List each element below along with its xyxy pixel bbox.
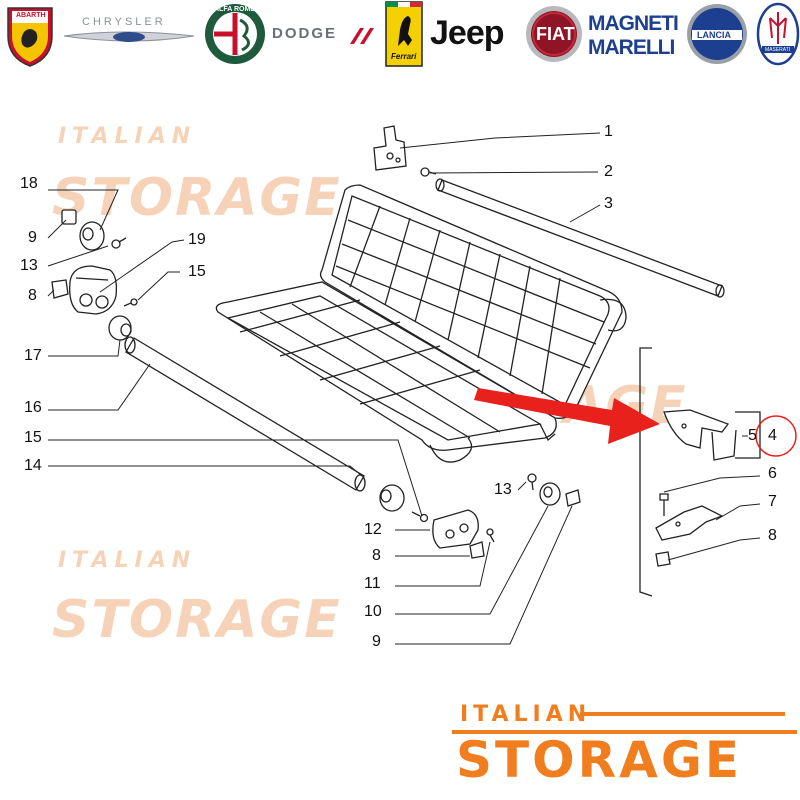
leader-lines: [47, 132, 761, 645]
callout-7: 7: [768, 493, 777, 510]
part-3-upper-rod: [435, 178, 725, 298]
callout-6: 6: [768, 465, 777, 482]
watermark-bottom-line1: ITALIAN: [58, 548, 197, 573]
jeep-logo-text: Jeep: [430, 14, 504, 52]
part-9-clip-right: [565, 489, 581, 507]
callout-9-left: 9: [28, 229, 37, 246]
callout-19: 19: [188, 231, 206, 248]
part-1-latch-bracket: [373, 125, 407, 171]
logo-line-italian: ITALIAN: [460, 702, 592, 727]
ferrari-logo: Ferrari: [384, 0, 424, 68]
dodge-logo-text: DODGE: [272, 25, 338, 42]
callout-10: 10: [364, 603, 382, 620]
chrysler-logo: CHRYSLER: [62, 0, 196, 68]
part-15-screw-right: [411, 511, 429, 523]
part-10-bushing: [539, 482, 561, 506]
highlight-circle-part-4: [755, 415, 797, 457]
callout-8-left: 8: [28, 287, 37, 304]
callout-18: 18: [20, 175, 38, 192]
logo-line-storage: STORAGE: [456, 731, 743, 789]
part-6-bolt: [659, 493, 669, 516]
callout-8-inset: 8: [768, 527, 777, 544]
maserati-logo: MASERATI: [756, 0, 800, 68]
callout-1: 1: [604, 123, 613, 140]
watermark-bottom-line2: STORAGE: [52, 590, 342, 650]
inset-frame: [639, 347, 761, 597]
magneti-marelli-logo: MAGNETI MARELLI: [588, 0, 680, 68]
callout-12: 12: [364, 521, 382, 538]
part-14-16-lower-rod: [124, 336, 366, 492]
callout-13-left: 13: [20, 257, 38, 274]
part-12-hinge-plate-right: [432, 509, 479, 549]
maserati-logo-text: MASERATI: [765, 47, 791, 53]
callout-14: 14: [24, 457, 42, 474]
lancia-logo: LANCIA: [684, 0, 750, 68]
part-8-nut-right: [469, 541, 485, 559]
part-17-bush: [108, 315, 132, 341]
part-18-bushing-left: [79, 221, 105, 251]
part-2-screw: [420, 167, 437, 177]
watermark-top-line1: ITALIAN: [58, 124, 197, 149]
part-11-screw: [486, 528, 495, 543]
brand-logo-strip: ABARTH CHRYSLER ALFA ROMEO DODGE: [0, 0, 800, 70]
part-8-nut-inset: [655, 551, 671, 567]
abarth-logo: ABARTH: [2, 0, 58, 68]
lancia-logo-text: LANCIA: [697, 30, 731, 40]
callout-15-left: 15: [24, 429, 42, 446]
callout-3: 3: [604, 195, 613, 212]
part-4-5-bracket: [663, 409, 737, 461]
callout-11: 11: [364, 575, 381, 592]
callout-16: 16: [24, 399, 42, 416]
dodge-logo: DODGE: [272, 0, 378, 68]
callout-17: 17: [24, 347, 42, 364]
callout-13-right: 13: [494, 481, 512, 498]
part-8-nut-left: [51, 279, 69, 299]
callout-2: 2: [604, 163, 613, 180]
italian-storage-logo: ITALIAN STORAGE: [452, 700, 797, 795]
abarth-logo-text: ABARTH: [16, 12, 46, 19]
ferrari-logo-text: Ferrari: [391, 52, 417, 61]
jeep-logo: Jeep: [428, 0, 516, 68]
callout-5: 5: [748, 427, 757, 444]
callout-4: 4: [768, 427, 777, 444]
chrysler-logo-text: CHRYSLER: [82, 16, 166, 28]
callout-8-mid: 8: [372, 547, 381, 564]
fiat-logo: FIAT: [524, 0, 584, 68]
part-bushing-right: [379, 484, 405, 512]
callout-15-right: 15: [188, 263, 206, 280]
alfa-romeo-logo-text: ALFA ROMEO: [214, 6, 261, 13]
highlight-arrow: [474, 388, 660, 444]
magneti-logo-text: MAGNETI: [588, 12, 679, 35]
callout-9-right: 9: [372, 633, 381, 650]
rear-seat-back: [215, 184, 627, 463]
part-7-plate: [655, 505, 724, 541]
watermark-top-line2: STORAGE: [52, 168, 342, 228]
part-19-hinge-plate-left: [69, 265, 118, 315]
part-15-screw-left: [123, 298, 138, 307]
part-13-screw-left: [111, 237, 127, 249]
fiat-logo-text: FIAT: [536, 24, 575, 44]
alfa-romeo-logo: ALFA ROMEO: [202, 0, 268, 68]
part-13-screw-right: [527, 473, 537, 491]
marelli-logo-text: MARELLI: [588, 36, 675, 59]
